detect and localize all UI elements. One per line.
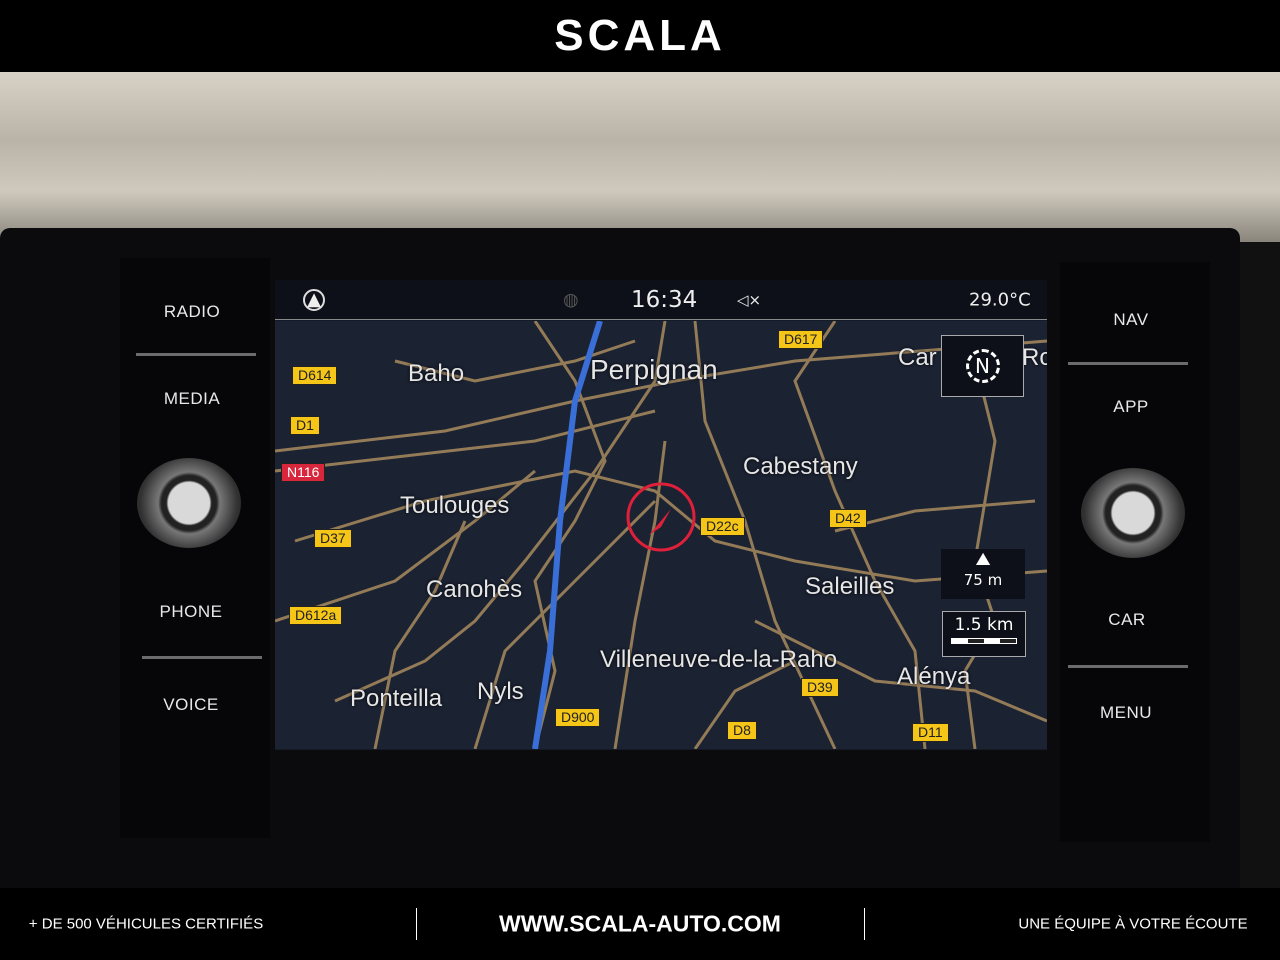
map-scale[interactable]: 1.5 km <box>942 611 1026 657</box>
divider <box>136 353 256 356</box>
road-badge: N116 <box>281 463 326 482</box>
place-label: Cabestany <box>743 453 858 480</box>
road-badge: D8 <box>727 721 757 740</box>
road-badge: D617 <box>778 330 824 349</box>
place-label: Perpignan <box>590 354 718 385</box>
radio-button[interactable]: RADIO <box>163 302 221 321</box>
road-badge: D614 <box>292 366 338 385</box>
place-label: Toulouges <box>400 492 510 519</box>
divider <box>864 908 865 940</box>
left-button-panel <box>120 258 270 838</box>
north-up-button[interactable]: N <box>941 335 1024 397</box>
divider <box>142 656 262 659</box>
scala-logo: SCALA <box>554 11 726 60</box>
scale-bar <box>951 638 1017 644</box>
place-label: Alénya <box>897 663 971 690</box>
position-arrow-icon <box>649 509 671 535</box>
bottom-banner: + DE 500 VÉHICULES CERTIFIÉS WWW.SCALA-A… <box>0 888 1280 960</box>
team-text: UNE ÉQUIPE À VOTRE ÉCOUTE <box>1018 915 1248 933</box>
place-label: Ro <box>1022 344 1047 371</box>
compass-icon[interactable]: ▲ <box>303 288 325 311</box>
globe-icon: ◍ <box>563 289 579 310</box>
tune-knob[interactable] <box>1081 468 1185 558</box>
mountain-icon: ⛰ <box>975 549 991 570</box>
road-badge: D11 <box>912 723 949 742</box>
road-badge: D900 <box>555 708 601 727</box>
top-banner: SCALA <box>0 0 1280 72</box>
route-line <box>532 321 603 749</box>
elevation-value: 75 m <box>963 571 1003 589</box>
divider <box>1068 362 1188 365</box>
place-label: Nyls <box>477 678 524 705</box>
speaker-muted-icon[interactable]: ◁× <box>737 290 762 309</box>
position-marker <box>626 482 696 552</box>
road-badge: D22c <box>700 517 745 536</box>
app-button[interactable]: APP <box>1113 397 1149 416</box>
road-badge: D612a <box>289 606 343 625</box>
road-network <box>275 321 1047 749</box>
place-label: Villeneuve-de-la-Raho <box>600 646 838 673</box>
car-button[interactable]: CAR <box>1108 610 1146 629</box>
divider <box>1068 665 1188 668</box>
elevation-display: ⛰ 75 m <box>941 549 1025 599</box>
road-badge: D39 <box>801 678 839 697</box>
place-label: Car <box>898 344 937 371</box>
status-bar: ▲ ◍ 16:34 ◁× 29.0°C <box>275 280 1047 320</box>
power-volume-knob[interactable] <box>137 458 241 548</box>
menu-button[interactable]: MENU <box>1099 703 1153 722</box>
dashboard <box>0 72 1280 242</box>
road-badge: D1 <box>290 416 320 435</box>
map-view[interactable]: Perpignan Baho Cabestany Toulouges Canoh… <box>275 321 1047 749</box>
temperature: 29.0°C <box>969 289 1031 310</box>
road-badge: D37 <box>314 529 352 548</box>
certified-vehicles-text: + DE 500 VÉHICULES CERTIFIÉS <box>28 915 264 933</box>
place-label: Canohès <box>426 576 523 603</box>
place-label: Baho <box>408 360 465 387</box>
north-compass-icon: N <box>965 349 1000 383</box>
website-link[interactable]: WWW.SCALA-AUTO.COM <box>499 910 781 937</box>
phone-button[interactable]: PHONE <box>159 602 223 621</box>
scale-value: 1.5 km <box>954 615 1014 635</box>
media-button[interactable]: MEDIA <box>163 389 221 408</box>
divider <box>416 908 417 940</box>
nav-button[interactable]: NAV <box>1113 310 1149 329</box>
place-label: Saleilles <box>805 573 895 600</box>
place-label: Ponteilla <box>350 685 443 712</box>
voice-button[interactable]: VOICE <box>163 695 219 714</box>
clock: 16:34 <box>631 286 698 313</box>
road-badge: D42 <box>829 509 867 528</box>
